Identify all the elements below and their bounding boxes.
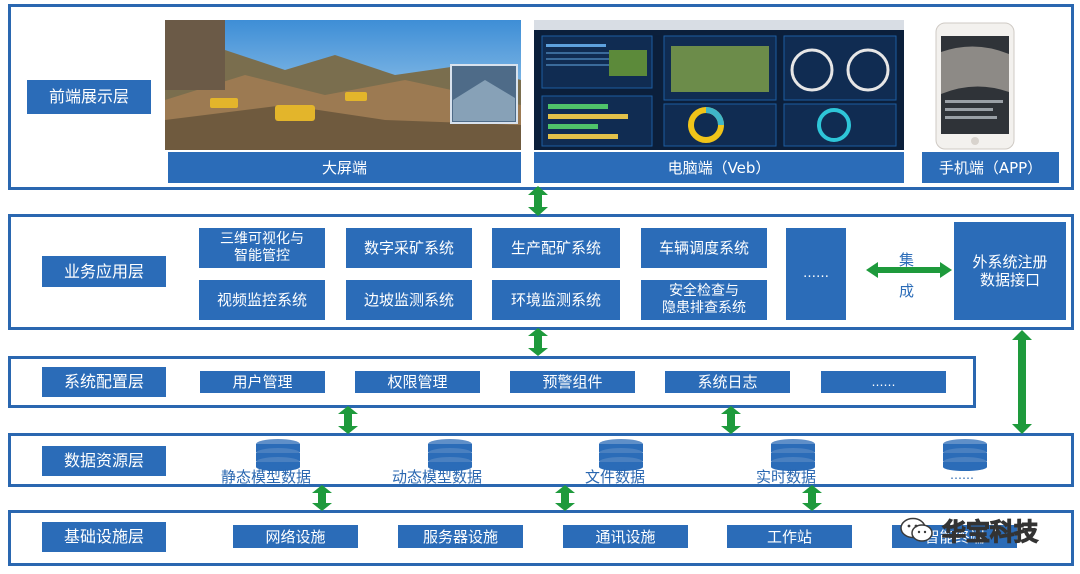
arrow-config-data-left	[338, 406, 358, 434]
data-file: 文件数据	[585, 468, 646, 486]
arrow-config-data-right	[721, 406, 741, 434]
database-icon-file	[599, 439, 643, 471]
data-dynamic-model: 动态模型数据	[392, 468, 483, 486]
database-icon-dynamic	[428, 439, 472, 471]
infra-server: 服务器设施	[398, 525, 523, 548]
mobile-label: 手机端（APP）	[922, 152, 1059, 183]
integration-label-bottom: 成	[899, 282, 915, 300]
infra-layer-label: 基础设施层	[42, 522, 166, 552]
database-icon-more	[943, 439, 987, 471]
frontend-layer-label: 前端展示层	[27, 80, 151, 114]
config-layer	[8, 356, 976, 408]
arrow-frontend-business	[528, 186, 548, 216]
biz-video-monitoring: 视频监控系统	[199, 280, 325, 320]
config-layer-label: 系统配置层	[42, 367, 166, 397]
arrow-data-infra-1	[312, 485, 332, 511]
data-more: ……	[950, 468, 974, 482]
arrow-external-data	[1012, 330, 1032, 434]
config-alert-component: 预警组件	[510, 371, 635, 393]
biz-3d-visualization: 三维可视化与 智能管控	[199, 228, 325, 268]
biz-safety-inspection: 安全检查与 隐患排查系统	[641, 280, 767, 320]
watermark-text: 华宝科技	[941, 517, 1038, 546]
data-realtime: 实时数据	[756, 468, 817, 486]
config-user-management: 用户管理	[200, 371, 325, 393]
infra-workstation: 工作站	[727, 525, 852, 548]
biz-vehicle-dispatch: 车辆调度系统	[641, 228, 767, 268]
infra-layer	[8, 510, 1074, 566]
pc-dashboard-image	[534, 20, 904, 150]
biz-slope-monitoring: 边坡监测系统	[346, 280, 472, 320]
pc-label: 电脑端（Veb）	[534, 152, 904, 183]
business-layer-label: 业务应用层	[42, 256, 166, 287]
arrow-data-infra-3	[802, 485, 822, 511]
data-layer-label: 数据资源层	[42, 446, 166, 476]
database-icon-static	[256, 439, 300, 471]
data-static-model: 静态模型数据	[221, 468, 312, 486]
big-screen-image	[165, 20, 521, 150]
config-system-log: 系统日志	[665, 371, 790, 393]
infra-communication: 通讯设施	[563, 525, 688, 548]
watermark: 华宝科技	[900, 512, 1039, 547]
external-interface-box: 外系统注册 数据接口	[954, 222, 1066, 320]
config-permission-management: 权限管理	[355, 371, 480, 393]
arrow-data-infra-2	[555, 485, 575, 511]
biz-digital-mining: 数字采矿系统	[346, 228, 472, 268]
biz-more: ……	[786, 228, 846, 320]
arrow-business-config	[528, 328, 548, 356]
mobile-phone-image	[935, 22, 1015, 150]
biz-environment-monitoring: 环境监测系统	[492, 280, 620, 320]
big-screen-label: 大屏端	[168, 152, 521, 183]
config-more: ……	[821, 371, 946, 393]
infra-network: 网络设施	[233, 525, 358, 548]
biz-ore-blending: 生产配矿系统	[492, 228, 620, 268]
integration-arrow	[866, 262, 952, 278]
wechat-icon	[900, 517, 933, 542]
data-layer	[8, 433, 1074, 487]
database-icon-realtime	[771, 439, 815, 471]
integration-label-top: 集	[899, 251, 915, 269]
